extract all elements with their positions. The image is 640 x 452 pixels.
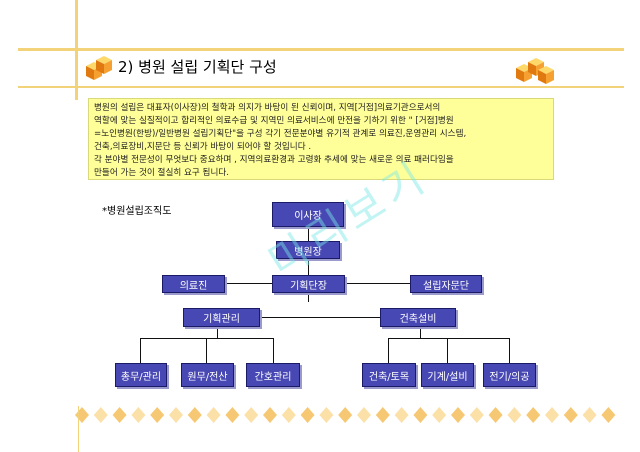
node-general-affairs: 총무/관리 xyxy=(115,363,167,387)
diamond-shape xyxy=(244,407,259,423)
connector xyxy=(140,338,141,363)
intro-line: 병원의 설립은 대표자(이사장)의 철학과 의지가 바탕이 된 신뢰이며, 지역… xyxy=(94,103,441,113)
diamond-shape xyxy=(281,407,296,423)
decor-title-underline xyxy=(18,86,624,88)
diamond-shape xyxy=(507,407,522,423)
diamond-shape xyxy=(545,407,559,423)
connector xyxy=(420,327,421,338)
node-medical-staff: 의료진 xyxy=(162,275,225,293)
diamond-shape xyxy=(432,407,447,423)
connector xyxy=(260,317,380,318)
diamond-shape xyxy=(169,407,183,423)
node-equipment: 기계/설비 xyxy=(421,363,474,387)
node-planning-group: 기획단장 xyxy=(272,275,345,293)
diamond-shape xyxy=(319,407,334,423)
diamond-shape xyxy=(394,407,409,423)
diamond-shape xyxy=(112,407,127,423)
diamond-shape xyxy=(582,407,597,423)
intro-line: 만들어 가는 것이 절실히 요구 됩니다. xyxy=(94,168,229,178)
diamond-shape xyxy=(563,407,578,423)
diamond-shape xyxy=(300,407,315,423)
intro-line: 건축,의료장비,지문단 등 신뢰가 바탕이 되어야 할 것입니다 . xyxy=(94,142,312,152)
intro-line: =노인병원(한방)/일반병원 설립기획단"을 구성 각기 전문분야별 유기적 관… xyxy=(94,129,467,139)
diamond-shape xyxy=(93,407,108,423)
node-civil: 건축/토목 xyxy=(362,363,416,387)
diamond-shape xyxy=(601,407,616,423)
diamond-shape xyxy=(469,407,484,423)
connector xyxy=(308,292,309,302)
diamond-shape xyxy=(263,407,277,423)
diamond-shape xyxy=(187,407,202,423)
diamond-shape xyxy=(357,407,371,423)
node-electric: 전기/의공 xyxy=(483,363,536,387)
org-chart-caption: *병원설립조직도 xyxy=(102,206,172,217)
node-admin-it: 원무/전산 xyxy=(181,363,234,387)
connector xyxy=(447,338,448,363)
intro-text-box: 병원의 설립은 대표자(이사장)의 철학과 의지가 바탕이 된 신뢰이며, 지역… xyxy=(88,98,554,180)
connector xyxy=(217,327,218,338)
diamond-shape xyxy=(206,407,221,423)
node-director: 병원장 xyxy=(276,241,340,259)
connector xyxy=(308,259,309,275)
cube-cluster-left-icon xyxy=(86,56,112,80)
decor-bottom-vertical-line xyxy=(78,406,79,452)
connector xyxy=(206,338,207,363)
diamond-shape xyxy=(131,407,146,423)
connector xyxy=(509,338,510,363)
diamond-shape xyxy=(338,407,353,423)
diamond-shape xyxy=(451,407,465,423)
diamond-shape xyxy=(225,407,240,423)
connector xyxy=(345,283,410,284)
intro-line: 각 분야별 전문성이 무엇보다 중요하며 , 지역의료환경과 고령화 추세에 맞… xyxy=(94,155,454,165)
diamond-shape xyxy=(150,407,165,423)
decor-horizontal-line xyxy=(18,48,624,51)
connector xyxy=(388,338,510,339)
intro-line: 역할에 맞는 실질적이고 합리적인 의료수급 및 지역민 의료서비스에 만전을 … xyxy=(94,116,454,126)
node-chairman: 이사장 xyxy=(272,202,344,227)
page-title: 2) 병원 설립 기획단 구성 xyxy=(118,58,277,76)
connector xyxy=(273,338,274,363)
node-construction: 건축설비 xyxy=(380,308,456,327)
node-nursing: 간호관리 xyxy=(246,363,300,387)
connector xyxy=(140,338,274,339)
diamond-shape xyxy=(413,407,428,423)
diamond-shape xyxy=(375,407,390,423)
diamond-shape xyxy=(526,407,541,423)
cube-cluster-right-icon xyxy=(516,58,554,84)
diamond-shape xyxy=(488,407,503,423)
node-planning-mgmt: 기획관리 xyxy=(183,308,260,327)
connector xyxy=(308,227,309,241)
connector xyxy=(225,283,275,284)
diamond-border-decoration xyxy=(75,407,616,423)
connector xyxy=(388,338,389,363)
node-advisory: 설립자문단 xyxy=(410,275,482,293)
